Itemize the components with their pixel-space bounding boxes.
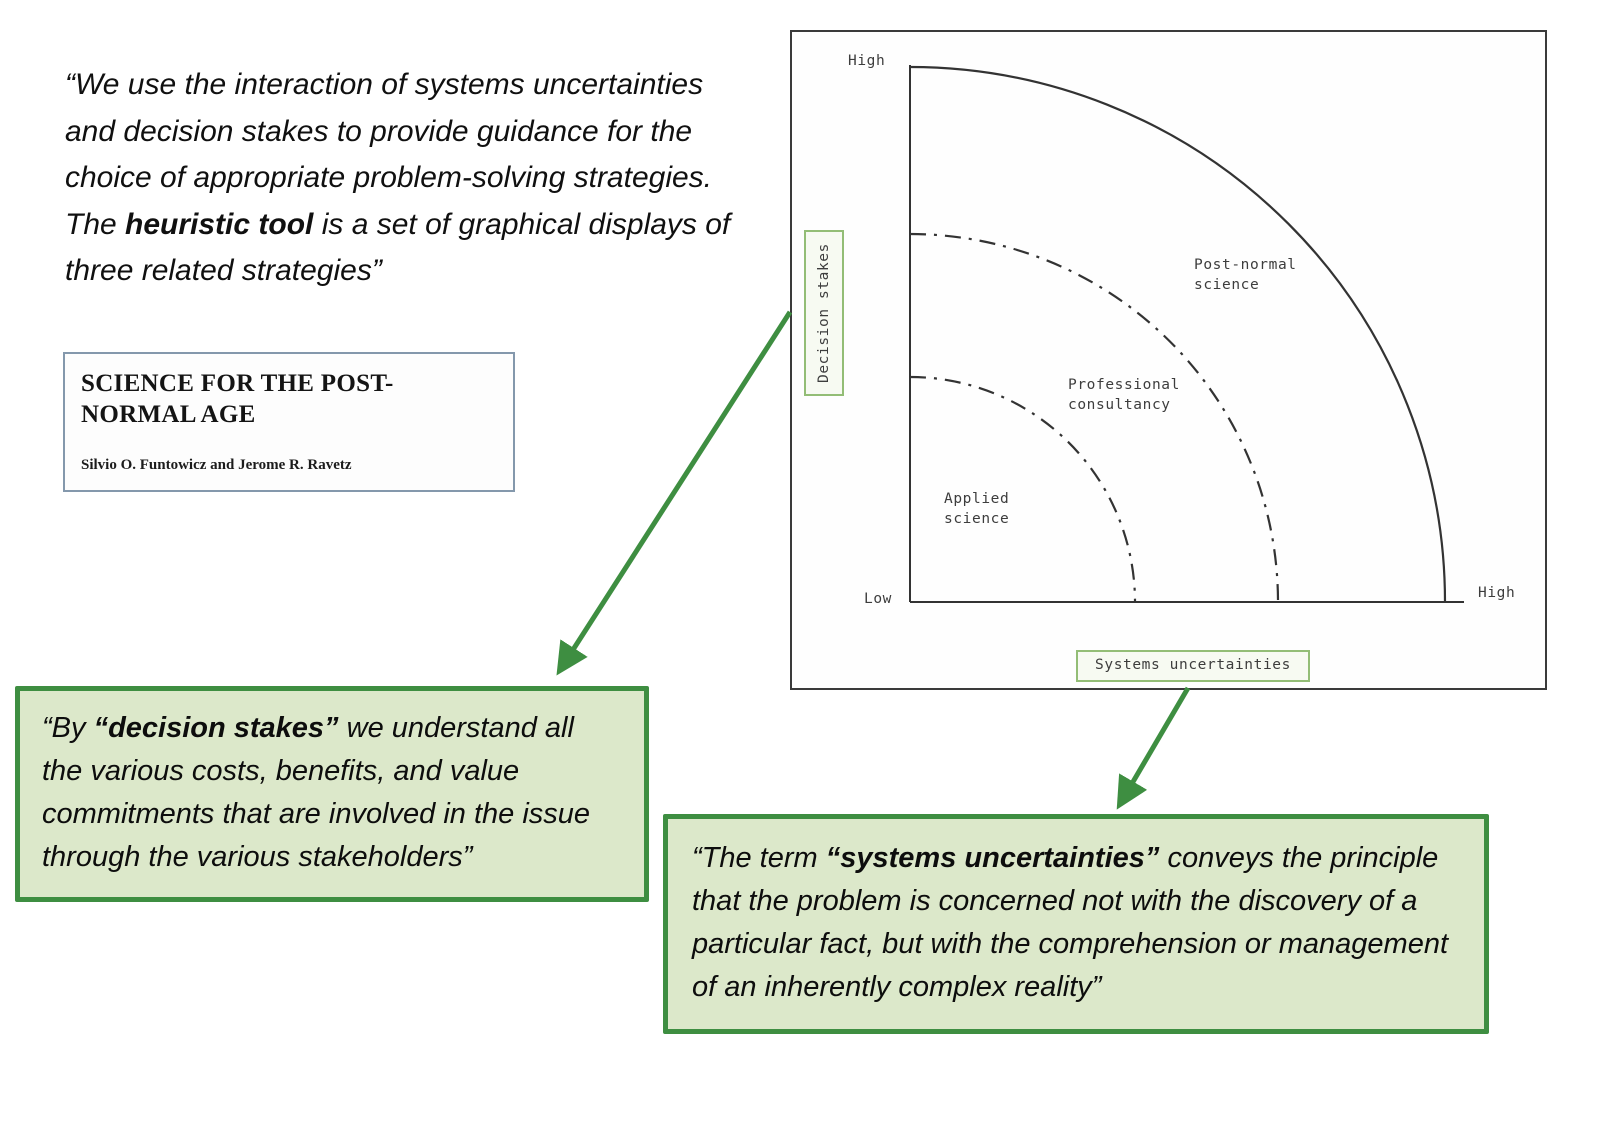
systems-note-bold: “systems uncertainties” <box>825 842 1160 874</box>
y-axis-label: Decision stakes <box>816 243 833 383</box>
intro-quote-part1: “We use the interaction of systems uncer… <box>65 68 713 241</box>
pns-diagram: High Low High Decision stakes Applied sc… <box>790 30 1547 690</box>
post-normal-science-arc <box>909 65 1447 603</box>
intro-quote: “We use the interaction of systems uncer… <box>65 62 733 295</box>
systems-uncertainties-note: “The term “systems uncertainties” convey… <box>663 814 1489 1034</box>
paper-title-card: SCIENCE FOR THE POST-NORMAL AGE Silvio O… <box>63 352 515 492</box>
intro-quote-part3: is a set of graphical displays of three … <box>65 207 731 288</box>
decision-note-bold: “decision stakes” <box>93 712 339 744</box>
region-label-post-normal-science: Post-normal science <box>1194 257 1306 293</box>
x-axis-label-box: Systems uncertainties <box>1076 650 1310 682</box>
paper-authors: Silvio O. Funtowicz and Jerome R. Ravetz <box>81 456 352 473</box>
decision-note-part3: we understand all the various costs, ben… <box>42 712 591 873</box>
x-axis-high-tick: High <box>1478 585 1516 601</box>
region-label-professional-consultancy: Professional consultancy <box>1068 377 1190 413</box>
paper-title: SCIENCE FOR THE POST-NORMAL AGE <box>81 370 394 429</box>
decision-stakes-note: “By “decision stakes” we understand all … <box>15 686 649 902</box>
x-axis-label: Systems uncertainties <box>1095 657 1291 674</box>
region-label-applied-science: Applied science <box>944 491 1019 527</box>
applied-science-arc <box>909 375 1137 603</box>
systems-note-part1: “The term <box>692 842 826 874</box>
intro-quote-bold: heuristic tool <box>125 207 314 241</box>
y-axis-high-tick: High <box>848 53 886 69</box>
professional-consultancy-arc <box>909 232 1280 603</box>
arrow-to-systems-uncertainties-note <box>1116 686 1191 810</box>
origin-low-tick: Low <box>864 591 892 607</box>
decision-note-part1: “By <box>42 712 94 744</box>
systems-note-part3: conveys the principle that the problem i… <box>692 842 1449 1003</box>
arrow-to-decision-stakes-note <box>556 310 793 676</box>
diagram-axes-arcs <box>909 65 1464 603</box>
y-axis-label-box: Decision stakes <box>804 230 844 396</box>
